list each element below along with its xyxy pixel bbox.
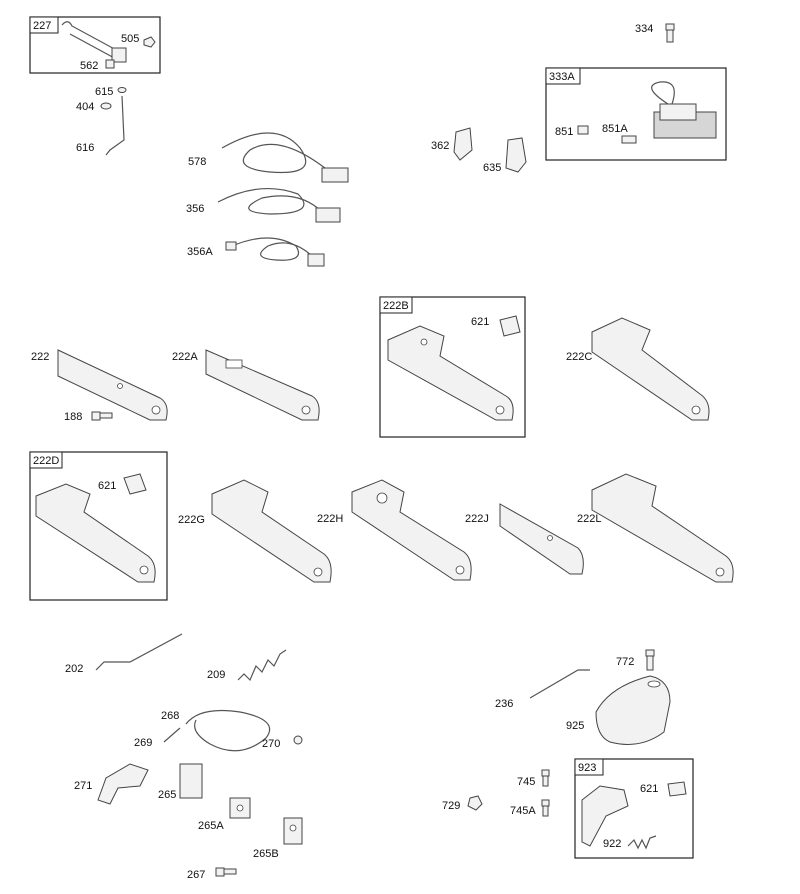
part-188-bolt: [91, 411, 113, 421]
part-236-link: [529, 669, 590, 699]
group-222b: 222B: [379, 296, 526, 438]
part-265-clamp: [179, 763, 203, 799]
callout-621-222b: 621: [471, 316, 489, 328]
part-209-spring: [237, 649, 287, 682]
part-923-assembly: [581, 781, 687, 850]
callout-616: 616: [76, 142, 94, 154]
part-265b-clamp: [283, 817, 303, 845]
callout-202: 202: [65, 663, 83, 675]
part-222a-bracket: [205, 349, 320, 421]
group-label-923: 923: [578, 762, 596, 774]
callout-615: 615: [95, 86, 113, 98]
callout-745a: 745A: [510, 805, 536, 817]
group-923: 923: [574, 758, 694, 859]
part-222h-bracket: [351, 479, 472, 581]
callout-505: 505: [121, 33, 139, 45]
callout-334: 334: [635, 23, 653, 35]
part-268-cable: [163, 709, 303, 752]
part-334-screw: [665, 23, 675, 43]
callout-635: 635: [483, 162, 501, 174]
part-362-boot: [453, 127, 473, 161]
group-label-227: 227: [33, 20, 51, 32]
part-222c-bracket: [591, 317, 710, 421]
part-333a-coil: [577, 81, 717, 144]
callout-621-923: 621: [640, 783, 658, 795]
callout-222c: 222C: [566, 351, 592, 363]
part-356a-wire: [225, 237, 325, 267]
callout-404: 404: [76, 101, 94, 113]
callout-222l: 222L: [577, 513, 601, 525]
callout-222: 222: [31, 351, 49, 363]
part-222d-bracket: [35, 473, 156, 583]
callout-851: 851: [555, 126, 573, 138]
part-271-lever: [97, 763, 149, 805]
part-222l-bracket: [591, 473, 734, 583]
group-333a: 333A: [545, 67, 727, 161]
callout-925: 925: [566, 720, 584, 732]
callout-578: 578: [188, 156, 206, 168]
group-227: 227: [29, 16, 161, 74]
group-label-222b: 222B: [383, 300, 409, 312]
callout-772: 772: [616, 656, 634, 668]
callout-209: 209: [207, 669, 225, 681]
part-222g-bracket: [211, 479, 332, 583]
part-267-screw: [215, 867, 237, 877]
callout-222j: 222J: [465, 513, 489, 525]
part-222b-bracket: [387, 315, 521, 421]
callout-265a: 265A: [198, 820, 224, 832]
part-356-wire: [217, 187, 341, 223]
callout-267: 267: [187, 869, 205, 881]
part-729-nut: [467, 795, 483, 811]
callout-562: 562: [80, 60, 98, 72]
callout-270: 270: [262, 738, 280, 750]
callout-222h: 222H: [317, 513, 343, 525]
part-227-bracket: [61, 21, 156, 69]
part-635-boot: [505, 137, 527, 173]
callout-356a: 356A: [187, 246, 213, 258]
callout-922: 922: [603, 838, 621, 850]
part-265a-clamp: [229, 797, 251, 819]
part-616-link: [100, 87, 127, 156]
callout-269: 269: [134, 737, 152, 749]
part-772-screw: [645, 649, 655, 671]
callout-188: 188: [64, 411, 82, 423]
callout-271: 271: [74, 780, 92, 792]
part-578-wire: [221, 132, 349, 183]
callout-356: 356: [186, 203, 204, 215]
part-202-link: [95, 633, 183, 671]
callout-729: 729: [442, 800, 460, 812]
callout-621-222d: 621: [98, 480, 116, 492]
callout-851a: 851A: [602, 123, 628, 135]
callout-236: 236: [495, 698, 513, 710]
callout-745: 745: [517, 776, 535, 788]
part-745a-screw: [541, 799, 550, 817]
callout-222g: 222G: [178, 514, 205, 526]
callout-222a: 222A: [172, 351, 198, 363]
part-222j-bracket: [499, 503, 584, 575]
group-222d: 222D: [29, 451, 168, 601]
callout-362: 362: [431, 140, 449, 152]
part-222-bracket: [57, 349, 168, 421]
callout-268: 268: [161, 710, 179, 722]
group-label-222d: 222D: [33, 455, 59, 467]
callout-265: 265: [158, 789, 176, 801]
group-label-333a: 333A: [549, 71, 575, 83]
part-925-cover: [595, 675, 671, 745]
callout-265b: 265B: [253, 848, 279, 860]
part-745-screw: [541, 769, 550, 787]
